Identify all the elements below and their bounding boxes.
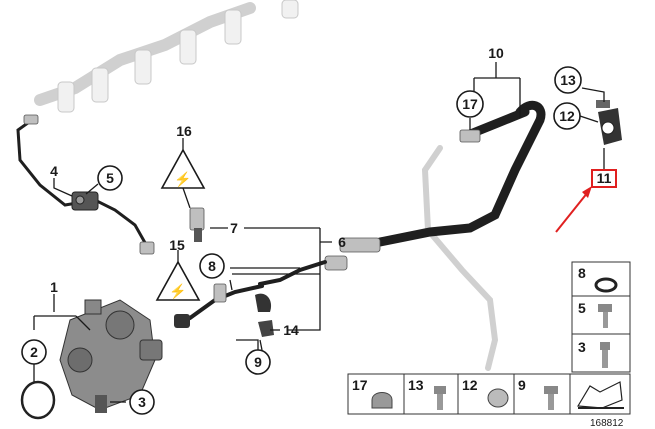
highlighted-part-11: 11 (555, 169, 617, 233)
legend-side-8: 8 (578, 265, 586, 281)
fuel-line (16, 114, 155, 255)
warning-triangle-15: ⚡ (155, 260, 201, 301)
return-line-ghost (421, 145, 499, 371)
pressure-line (174, 283, 274, 337)
callout-5: 5 (97, 165, 123, 191)
callout-13: 13 (554, 66, 582, 94)
label-4: 4 (50, 163, 58, 179)
legend-side-panel: 8 5 3 (571, 261, 631, 373)
hose-clip (596, 100, 622, 145)
callout-2: 2 (21, 339, 47, 365)
label-16: 16 (176, 123, 192, 139)
legend-bottom-row: 17 13 12 9 (347, 373, 631, 415)
label-11: 11 (597, 170, 612, 186)
red-arrow (555, 191, 589, 233)
label-1: 1 (50, 279, 58, 295)
pressure-sensor (189, 207, 205, 242)
callout-8-label: 8 (208, 258, 216, 274)
callout-9: 9 (245, 349, 271, 375)
legend-side-3: 3 (578, 339, 586, 355)
svg-text:⚡: ⚡ (174, 171, 191, 188)
callout-12-label: 12 (559, 108, 575, 124)
legend-bottom-17: 17 (352, 377, 368, 393)
label-14: 14 (283, 322, 299, 338)
label-10: 10 (488, 45, 504, 61)
legend-bottom-9: 9 (518, 377, 526, 393)
callout-13-label: 13 (560, 72, 576, 88)
legend-bottom-13: 13 (408, 377, 424, 393)
callout-3: 3 (129, 389, 155, 415)
callout-12: 12 (553, 102, 581, 130)
callout-3-label: 3 (138, 394, 146, 410)
callout-9-label: 9 (254, 354, 262, 370)
leader-lines (33, 62, 605, 403)
bracket (71, 191, 99, 211)
svg-text:⚡: ⚡ (169, 283, 186, 300)
callout-2-label: 2 (30, 344, 38, 360)
callout-5-label: 5 (106, 170, 114, 186)
fuel-rail-ghost (34, 0, 299, 113)
legend-side-5: 5 (578, 300, 586, 316)
label-7: 7 (230, 220, 238, 236)
o-ring (20, 380, 56, 420)
label-6: 6 (338, 234, 346, 250)
label-15: 15 (169, 237, 185, 253)
high-pressure-pump (59, 299, 163, 413)
reference-number: 168812 (590, 418, 624, 429)
callout-17: 17 (456, 90, 484, 118)
high-pressure-hose (258, 100, 546, 286)
callout-17-label: 17 (462, 96, 478, 112)
callout-8: 8 (199, 253, 225, 279)
legend-bottom-12: 12 (462, 377, 478, 393)
warning-triangle-16: ⚡ (160, 148, 206, 189)
